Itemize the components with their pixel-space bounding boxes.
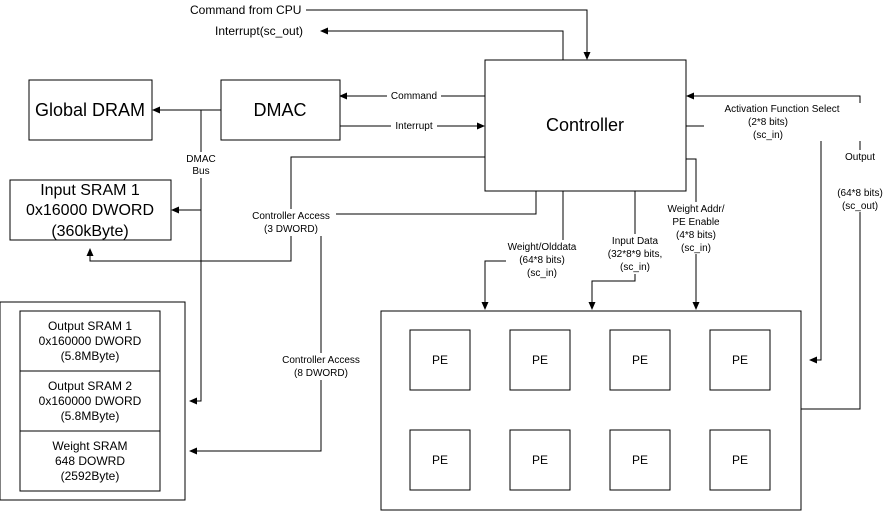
global-dram-label: Global DRAM	[35, 100, 145, 120]
arrowhead	[86, 248, 94, 256]
label-input-data-3: (sc_in)	[620, 262, 650, 273]
arrowhead	[686, 92, 694, 100]
pe-cell-2: PE	[509, 329, 571, 391]
pe-cell-6: PE	[509, 429, 571, 491]
label-dmac-bus-1: DMAC	[186, 154, 215, 165]
pe-cell-label: PE	[532, 353, 548, 367]
pe-cell-box	[509, 329, 571, 391]
label-interrupt-sc-out: Interrupt(sc_out)	[215, 24, 303, 38]
output-sram-2-size: 0x160000 DWORD	[39, 394, 142, 408]
label-dmac-bus-2: Bus	[192, 166, 209, 177]
label-weight-addr-3: (4*8 bits)	[676, 230, 716, 241]
wire-output	[692, 95, 861, 410]
label-controller-access-8-1: Controller Access	[282, 355, 360, 366]
pe-cell-box	[709, 329, 771, 391]
pe-cell-box	[409, 329, 471, 391]
weight-sram-size: 648 DOWRD	[55, 454, 125, 468]
arrowhead	[481, 302, 489, 310]
input-sram-size: 0x16000 DWORD	[26, 202, 154, 219]
pe-cell-label: PE	[732, 353, 748, 367]
weight-sram-bytes: (2592Byte)	[61, 469, 120, 483]
arrowhead	[189, 397, 197, 405]
label-controller-access-3-2: (3 DWORD)	[264, 224, 318, 235]
sram-group-block: Output SRAM 1 0x160000 DWORD (5.8MByte) …	[0, 301, 186, 501]
label-output-3: (sc_out)	[842, 201, 878, 212]
wire-command-from-cpu	[306, 9, 588, 56]
arrowhead	[171, 206, 179, 214]
output-sram-2-block	[19, 370, 161, 432]
pe-cell-label: PE	[632, 453, 648, 467]
arrowhead	[583, 52, 591, 60]
label-controller-access-3-1: Controller Access	[252, 211, 330, 222]
arrowhead	[692, 302, 700, 310]
label-interrupt: Interrupt	[395, 121, 432, 132]
label-output-2: (64*8 bits)	[837, 188, 883, 199]
pe-cell-label: PE	[732, 453, 748, 467]
pe-cell-box	[409, 429, 471, 491]
pe-cell-label: PE	[632, 353, 648, 367]
label-activation-select-3: (sc_in)	[753, 130, 783, 141]
weight-sram-block	[19, 430, 161, 492]
output-sram-2-name: Output SRAM 2	[48, 379, 132, 393]
pe-cell-4: PE	[709, 329, 771, 391]
pe-cell-label: PE	[432, 453, 448, 467]
pe-cell-7: PE	[609, 429, 671, 491]
label-weight-olddata-2: (64*8 bits)	[519, 255, 565, 266]
wire-controller-access-3	[89, 156, 485, 262]
label-controller-access-8-2: (8 DWORD)	[294, 368, 348, 379]
pe-cell-8: PE	[709, 429, 771, 491]
label-weight-addr-1: Weight Addr/	[667, 204, 724, 215]
output-sram-1-block	[19, 310, 161, 372]
label-weight-addr-2: PE Enable	[672, 217, 720, 228]
label-input-data-1: Input Data	[612, 236, 659, 247]
wire-weight-addr	[686, 158, 697, 304]
label-activation-select-1: Activation Function Select	[724, 104, 839, 115]
arrowhead	[189, 447, 197, 455]
pe-cell-box	[609, 429, 671, 491]
label-input-data-2: (32*8*9 bits,	[608, 249, 662, 260]
arrowhead	[588, 302, 596, 310]
pe-cell-box	[609, 329, 671, 391]
pe-cell-1: PE	[409, 329, 471, 391]
label-weight-olddata-1: Weight/Olddata	[508, 242, 577, 253]
label-command: Command	[391, 91, 437, 102]
label-weight-addr-4: (sc_in)	[681, 243, 711, 254]
output-sram-1-bytes: (5.8MByte)	[61, 349, 120, 363]
pe-cell-5: PE	[409, 429, 471, 491]
arrowhead	[152, 106, 160, 114]
arrowhead	[339, 92, 347, 100]
input-sram-block: Input SRAM 1 0x16000 DWORD (360kByte)	[9, 179, 172, 241]
arrowhead	[477, 122, 485, 130]
controller-label: Controller	[546, 115, 624, 135]
label-command-from-cpu: Command from CPU	[190, 3, 301, 17]
pe-cell-box	[509, 429, 571, 491]
pe-cell-label: PE	[432, 353, 448, 367]
pe-cell-label: PE	[532, 453, 548, 467]
wire-interrupt-sc-out	[326, 30, 564, 60]
label-weight-olddata-3: (sc_in)	[527, 268, 557, 279]
dmac-block: DMAC	[220, 79, 341, 141]
weight-sram-name: Weight SRAM	[52, 439, 127, 453]
output-sram-1-name: Output SRAM 1	[48, 319, 132, 333]
label-activation-select-2: (2*8 bits)	[748, 117, 788, 128]
arrowhead	[320, 27, 328, 35]
controller-block: Controller	[484, 59, 687, 192]
global-dram-block: Global DRAM	[28, 79, 153, 141]
output-sram-1-size: 0x160000 DWORD	[39, 334, 142, 348]
pe-array-block: PE PE PE PE PE PE PE PE	[380, 310, 802, 511]
pe-cell-box	[709, 429, 771, 491]
dmac-label: DMAC	[254, 100, 307, 120]
input-sram-name: Input SRAM 1	[40, 182, 140, 199]
output-sram-2-bytes: (5.8MByte)	[61, 409, 120, 423]
label-output-1: Output	[845, 152, 875, 163]
pe-cell-3: PE	[609, 329, 671, 391]
arrowhead	[809, 356, 817, 364]
input-sram-bytes: (360kByte)	[51, 223, 128, 240]
